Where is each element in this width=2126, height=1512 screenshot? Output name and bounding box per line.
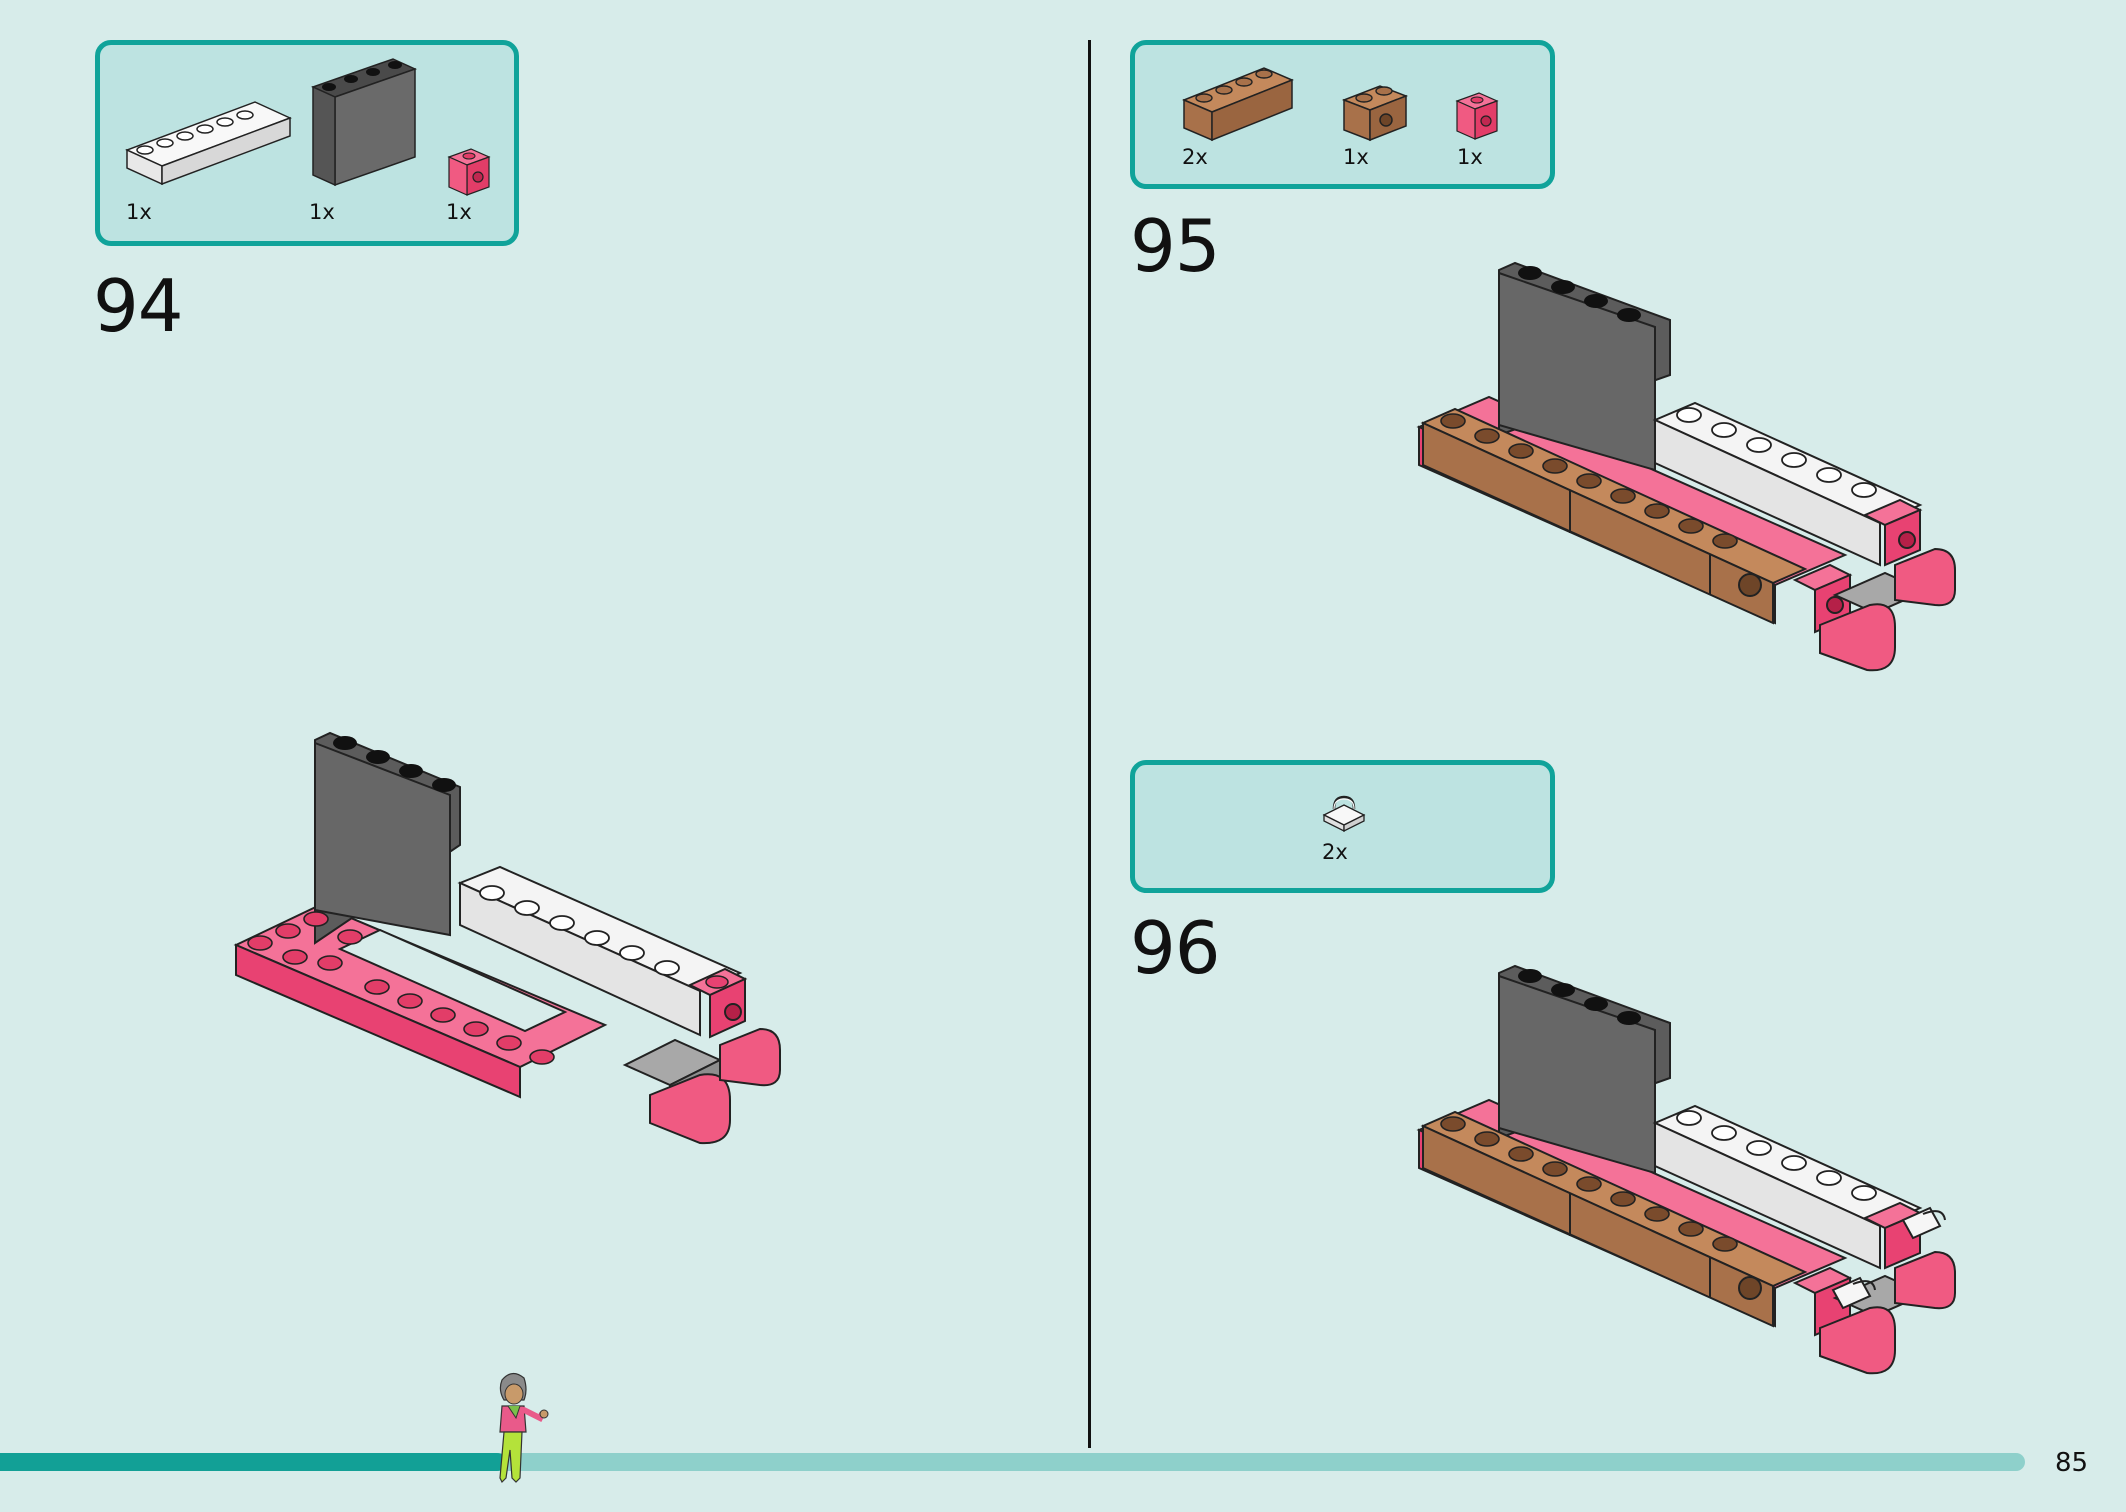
white-clip-plate-part — [1322, 795, 1366, 833]
page-number: 85 — [2055, 1448, 2089, 1478]
pink-1x1-brick-part — [447, 148, 491, 196]
nougat-1x2-brick-part — [1341, 85, 1409, 142]
progress-bar — [0, 1453, 2025, 1471]
page-divider — [1088, 40, 1091, 1448]
part-qty: 2x — [1322, 840, 1348, 864]
minifigure-progress-marker-icon — [499, 1372, 549, 1484]
step-number: 96 — [1130, 906, 1221, 990]
white-1x6-brick-part — [125, 101, 292, 185]
part-qty: 1x — [1457, 145, 1483, 169]
dark-grey-panel-part — [310, 58, 418, 187]
step-94-model-illustration — [233, 731, 781, 1145]
step-96-parts-box: 2x — [1130, 760, 1555, 893]
part-qty: 1x — [1343, 145, 1369, 169]
step-number: 94 — [93, 264, 184, 348]
part-qty: 1x — [446, 200, 472, 224]
step-number: 95 — [1130, 204, 1221, 288]
part-qty: 1x — [126, 200, 152, 224]
part-qty: 1x — [309, 200, 335, 224]
nougat-1x4-brick-part — [1182, 67, 1294, 142]
step-96-model-illustration — [1416, 964, 1956, 1375]
progress-bar-fill — [0, 1453, 507, 1471]
step-94-parts-box: 1x 1x 1x — [95, 40, 519, 246]
pink-1x1-brick-part — [1455, 92, 1499, 140]
step-95-parts-box: 2x 1x 1x — [1130, 40, 1555, 189]
step-95-model-illustration — [1416, 261, 1956, 672]
part-qty: 2x — [1182, 145, 1208, 169]
